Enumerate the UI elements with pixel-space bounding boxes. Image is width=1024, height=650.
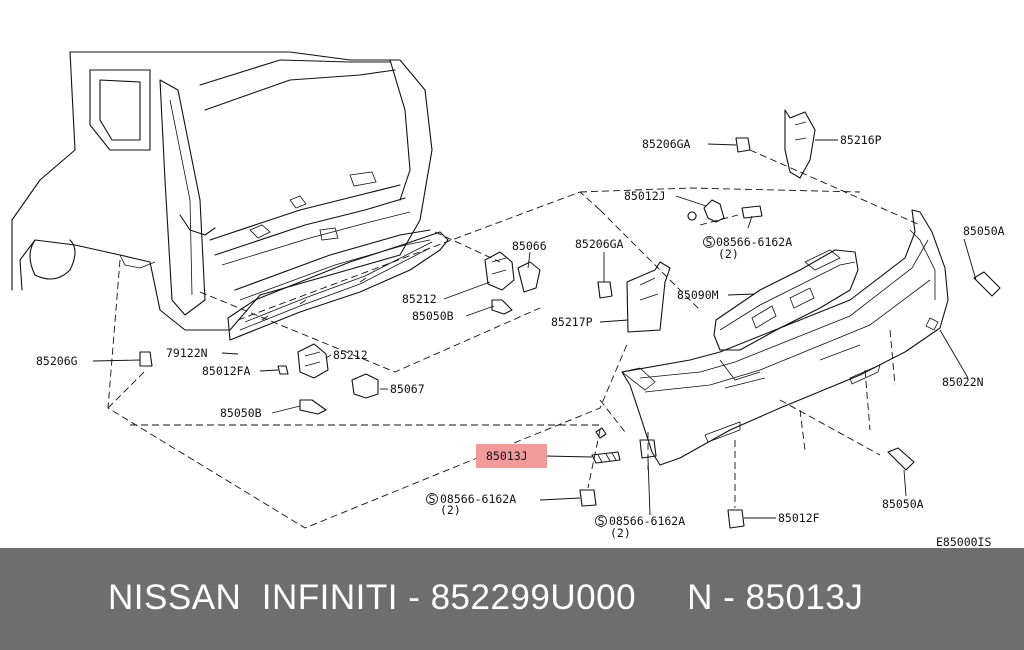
footer-bar: NISSAN INFINITI - 852299U000 N - 85013J (0, 548, 1024, 650)
label-85012FA[interactable]: 85012FA (202, 364, 251, 378)
bracket-85217P (626, 261, 671, 333)
parts-diagram: 85206GA 85216P 85012J 85050A S 08566-616… (11, 51, 1005, 548)
label-08566-6162A-bottom[interactable]: 08566-6162A (609, 514, 685, 528)
label-85216P[interactable]: 85216P (840, 133, 882, 147)
label-08566-bottom-qty: (2) (610, 526, 631, 540)
label-85090M[interactable]: 85090M (677, 288, 719, 302)
part-labels: 85206GA 85216P 85012J 85050A S 08566-616… (36, 133, 1005, 548)
label-85050B-low[interactable]: 85050B (220, 406, 262, 420)
diagram-code: E85000IS (936, 535, 991, 548)
label-85050A-low[interactable]: 85050A (882, 497, 924, 511)
label-85217P[interactable]: 85217P (551, 315, 593, 329)
label-08566-top-qty: (2) (718, 247, 739, 261)
bracket-85013J (591, 451, 621, 464)
label-08566-left-qty: (2) (440, 503, 461, 517)
screw-08566-left (579, 489, 597, 507)
label-85212-top[interactable]: 85212 (402, 292, 437, 306)
rear-bumper-fascia (621, 209, 949, 466)
label-85206GA-top[interactable]: 85206GA (642, 137, 691, 151)
screw-symbol-left-s: S (429, 492, 436, 506)
retainer-85212-lower (297, 343, 329, 379)
highlight-85013J (476, 444, 547, 468)
screw-08566-top (741, 205, 763, 219)
fasteners (139, 137, 1001, 529)
screw-symbol-bottom (595, 515, 607, 527)
label-85206G[interactable]: 85206G (36, 354, 78, 368)
label-85050A-right[interactable]: 85050A (963, 224, 1005, 238)
clip-85012FA (277, 365, 289, 375)
label-08566-6162A-top[interactable]: 08566-6162A (716, 235, 792, 249)
retainer-85212-upper (484, 251, 515, 291)
label-85022N[interactable]: 85022N (942, 375, 984, 389)
retainer-85066 (517, 261, 541, 293)
label-85012F[interactable]: 85012F (778, 511, 820, 525)
bracket-85216P (784, 109, 816, 179)
screw-symbol-top (703, 236, 715, 248)
side-brackets (591, 109, 816, 464)
bolt-85050A-right (973, 271, 1001, 297)
label-85066[interactable]: 85066 (512, 239, 547, 253)
bolt-85050B-mid (491, 299, 513, 315)
clip-85012J (703, 199, 725, 223)
bumper-retainers (297, 251, 541, 399)
label-85067[interactable]: 85067 (390, 382, 425, 396)
label-85012J[interactable]: 85012J (624, 189, 666, 203)
label-85050B-mid[interactable]: 85050B (412, 309, 454, 323)
part-number-caption: NISSAN INFINITI - 852299U000 N - 85013J (108, 578, 864, 617)
label-08566-6162A-left[interactable]: 08566-6162A (440, 492, 516, 506)
washer-08566-top (687, 211, 697, 221)
assembly-dashed-lines (107, 149, 921, 529)
label-79122N[interactable]: 79122N (166, 346, 208, 360)
leader-lines (92, 139, 977, 519)
label-85206GA-mid[interactable]: 85206GA (575, 237, 624, 251)
clip-85206GA-mid (597, 281, 613, 299)
screw-08566-bottom (639, 439, 657, 459)
screw-symbol-top-s: S (706, 235, 713, 249)
clip-85012F (727, 509, 745, 529)
clip-85206GA-top (735, 137, 751, 153)
energy-absorber (713, 249, 859, 351)
clip-85206G (139, 351, 153, 367)
label-85212-low[interactable]: 85212 (333, 348, 368, 362)
label-85013J[interactable]: 85013J (486, 449, 528, 463)
exploded-view-drawing: 85206GA 85216P 85012J 85050A S 08566-616… (11, 51, 1005, 548)
screw-symbol-left (426, 493, 438, 505)
bolt-85050A-low (887, 447, 915, 471)
rear-panel-reinforcement (227, 231, 449, 341)
screw-symbol-bottom-s: S (598, 514, 605, 528)
bolt-85050B-low (299, 399, 327, 415)
retainer-85067 (351, 373, 379, 399)
